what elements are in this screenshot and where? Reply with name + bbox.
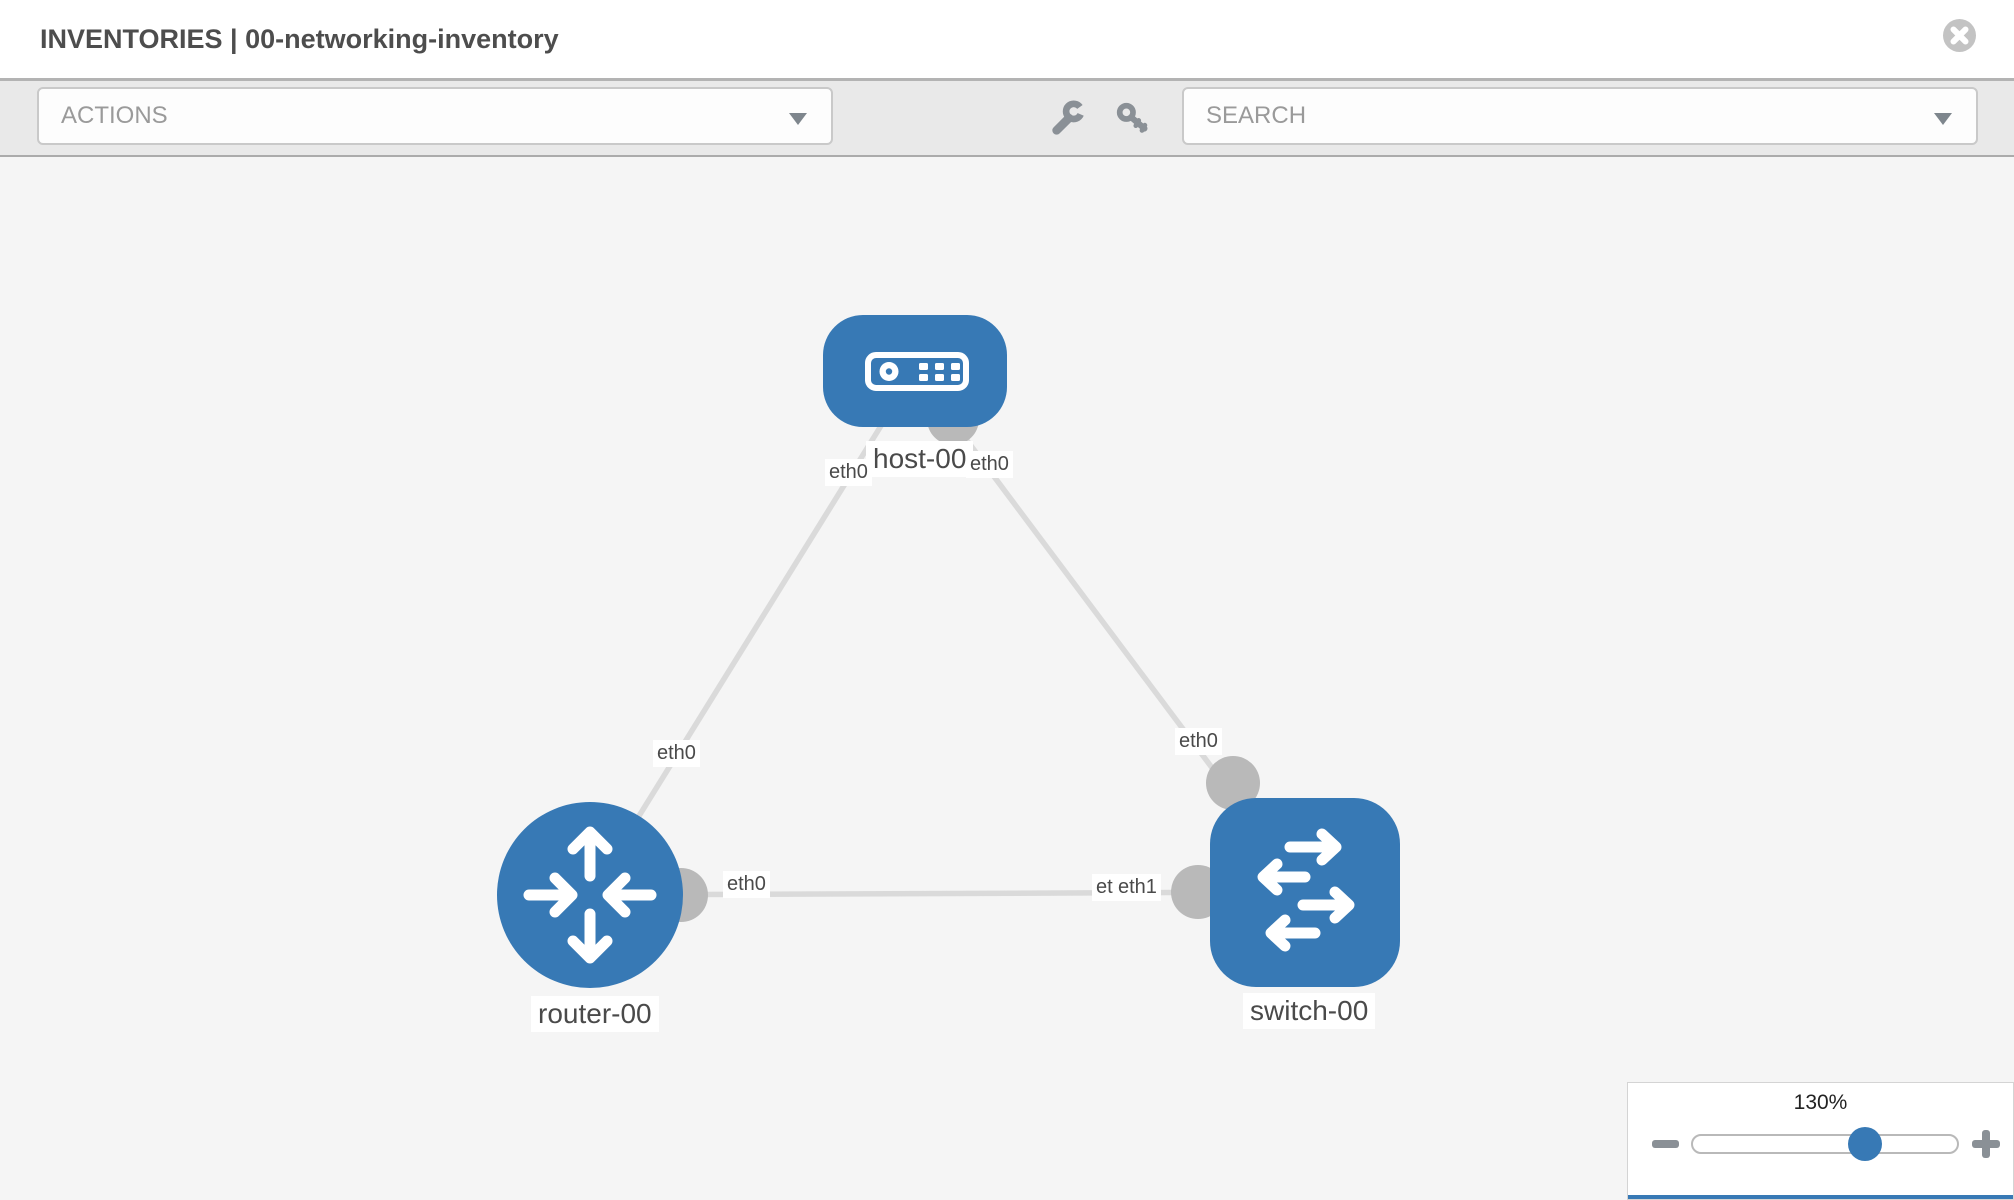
if-label-host-right: eth0 — [966, 451, 1013, 478]
chevron-down-icon — [1934, 113, 1952, 125]
actions-dropdown-label: ACTIONS — [61, 102, 168, 129]
link-host-router[interactable] — [587, 369, 918, 897]
server-icon — [865, 352, 969, 391]
if-label-switch-left: eth1 — [1114, 874, 1161, 901]
node-label-router: router-00 — [531, 996, 659, 1032]
node-label-host: host-00 — [866, 441, 974, 477]
zoom-out-icon[interactable] — [1652, 1136, 1679, 1152]
zoom-control-panel: 130% — [1627, 1082, 2014, 1200]
switch-icon — [1257, 828, 1355, 952]
zoom-slider-handle[interactable] — [1848, 1127, 1882, 1161]
topology-canvas[interactable]: host-00 router-00 switch-00 eth0 eth0 et… — [0, 157, 2014, 1200]
zoom-level-value: 130% — [1793, 1091, 1848, 1114]
search-dropdown[interactable]: SEARCH — [1182, 87, 1978, 145]
breadcrumb-header: INVENTORIES | 00-networking-inventory — [0, 0, 2014, 78]
if-label-router-right: eth0 — [723, 871, 770, 898]
node-label-switch: switch-00 — [1243, 993, 1376, 1029]
toolbar: ACTIONS SEARCH — [0, 78, 2014, 157]
search-placeholder: SEARCH — [1206, 102, 1307, 129]
if-label-host-left: eth0 — [825, 459, 872, 486]
node-host-00[interactable] — [823, 315, 1007, 427]
router-icon — [523, 826, 657, 964]
actions-dropdown[interactable]: ACTIONS — [37, 87, 833, 145]
node-switch-00[interactable] — [1210, 798, 1400, 987]
wrench-icon[interactable] — [1049, 100, 1087, 138]
key-icon[interactable] — [1114, 100, 1152, 138]
if-label-router-uplink: eth0 — [653, 740, 700, 767]
chevron-down-icon — [789, 113, 807, 125]
if-label-switch-uplink: eth0 — [1175, 728, 1222, 755]
interface-switch-eth0[interactable] — [1206, 756, 1260, 810]
node-router-00[interactable] — [497, 802, 683, 988]
topology-graph — [497, 315, 1400, 988]
panel-accent-bar — [1628, 1195, 2013, 1199]
close-icon[interactable] — [1943, 19, 1976, 52]
zoom-slider-track[interactable] — [1691, 1127, 1959, 1161]
zoom-in-icon[interactable] — [1972, 1130, 2000, 1158]
page-title: INVENTORIES | 00-networking-inventory — [40, 24, 559, 54]
